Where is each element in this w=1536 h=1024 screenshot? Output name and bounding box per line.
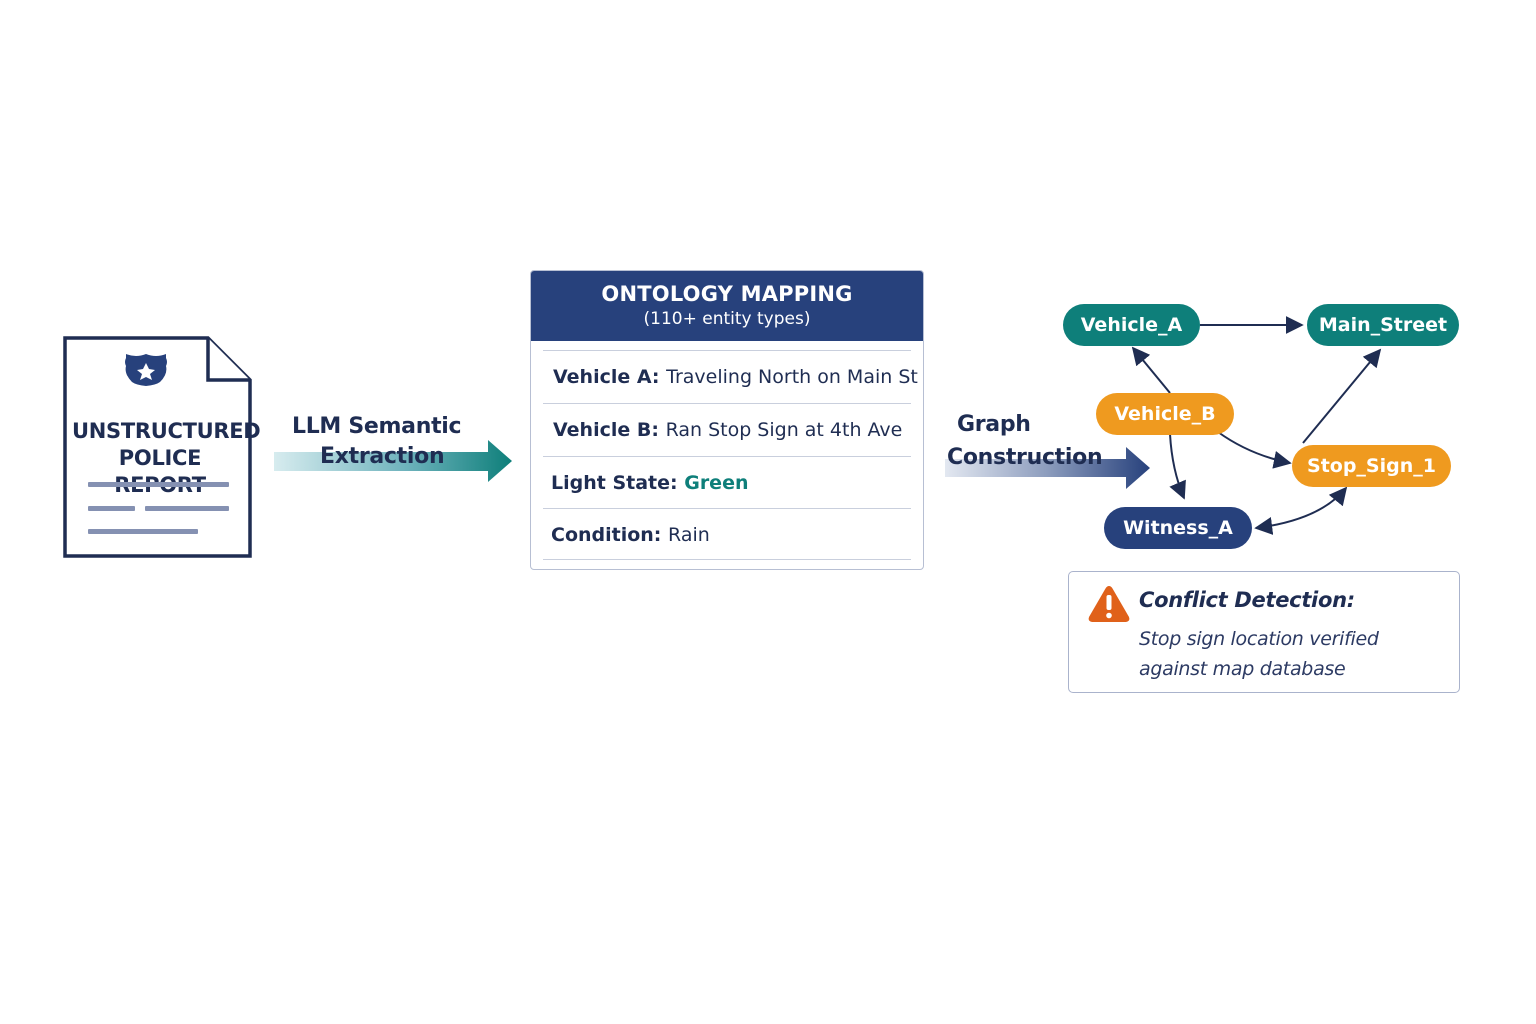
document-text-line [88, 482, 229, 487]
graph-construction-label: Graph Construction [947, 408, 1103, 474]
row-value: Ran Stop Sign at 4th Ave [665, 419, 903, 441]
police-report-document [63, 336, 252, 558]
node-main-street[interactable]: Main_Street [1307, 304, 1459, 346]
ontology-row: Condition: Rain [543, 508, 911, 560]
row-label: Condition: [551, 524, 669, 546]
row-value: Rain [668, 524, 710, 546]
node-vehicle-b[interactable]: Vehicle_B [1096, 393, 1234, 435]
row-label: Vehicle A: [553, 366, 667, 388]
panel-title: ONTOLOGY MAPPING [601, 282, 853, 306]
extraction-label: LLM Semantic Extraction [292, 412, 462, 472]
conflict-title: Conflict Detection: [1139, 588, 1355, 612]
document-label-line-2: POLICE REPORT [114, 446, 206, 497]
edge-stop-sign-main-street [1302, 348, 1382, 444]
row-label: Vehicle B: [553, 419, 666, 441]
panel-header: ONTOLOGY MAPPING (110+ entity types) [531, 271, 923, 341]
conflict-detection-box: Conflict Detection: Stop sign location v… [1068, 571, 1460, 693]
row-value: Green [684, 472, 749, 494]
row-value: Traveling North on Main St [666, 366, 918, 388]
node-vehicle-a[interactable]: Vehicle_A [1063, 304, 1200, 346]
extraction-arrow [274, 440, 512, 482]
graph-construction-label-line-1: Graph [957, 412, 1031, 437]
warning-icon [1088, 586, 1130, 622]
ontology-row: Vehicle B: Ran Stop Sign at 4th Ave [543, 403, 911, 455]
conflict-text-line-2: against map database [1139, 658, 1346, 680]
police-badge-icon [125, 354, 167, 386]
ontology-row: Vehicle A: Traveling North on Main St [543, 350, 918, 402]
row-label: Light State: [551, 472, 685, 494]
document-label-line-1: UNSTRUCTURED [72, 419, 261, 443]
panel-subtitle: (110+ entity types) [643, 309, 811, 329]
node-witness-a[interactable]: Witness_A [1104, 507, 1252, 549]
graph-construction-arrow [945, 447, 1150, 489]
graph-construction-label-line-2: Construction [947, 445, 1103, 470]
conflict-text: Stop sign location verified against map … [1139, 624, 1449, 684]
document-text-line [88, 529, 198, 534]
edge-witness-stop-sign [1254, 486, 1348, 535]
row-divider [543, 559, 911, 560]
ontology-mapping-panel: ONTOLOGY MAPPING (110+ entity types) Veh… [530, 270, 924, 570]
conflict-text-line-1: Stop sign location verified [1139, 628, 1379, 650]
extraction-label-line-1: LLM Semantic [292, 414, 462, 439]
ontology-row: Light State: Green [543, 456, 911, 508]
document-text-line [145, 506, 229, 511]
edge-vehicle-b-stop-sign [1217, 431, 1292, 469]
extraction-label-line-2: Extraction [320, 444, 445, 469]
node-stop-sign-1[interactable]: Stop_Sign_1 [1292, 445, 1451, 487]
edge-vehicle-b-vehicle-a [1131, 346, 1171, 394]
document-text-line [88, 506, 135, 511]
edge-vehicle-b-witness [1169, 433, 1186, 500]
